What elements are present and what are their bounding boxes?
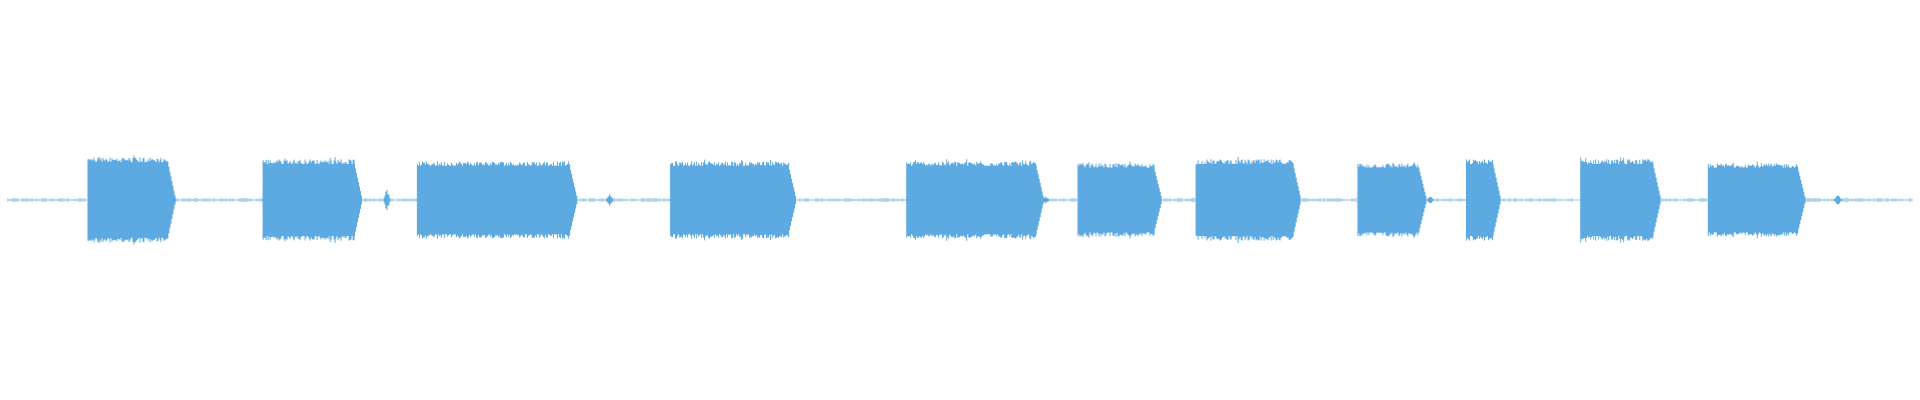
segment-edges — [670, 159, 797, 241]
segment-edges — [1466, 159, 1501, 241]
waveform-blip — [1426, 197, 1434, 203]
waveform-blip — [606, 194, 614, 206]
waveform-blip — [1042, 196, 1050, 204]
segment-edges — [87, 155, 176, 245]
waveform-segment — [416, 161, 578, 239]
segment-edges — [1077, 161, 1162, 239]
waveform-segment — [262, 157, 362, 243]
segment-edges — [1357, 162, 1427, 238]
segment-edges — [906, 159, 1044, 241]
waveform-segment — [1707, 161, 1806, 239]
waveform-segment — [906, 159, 1044, 241]
segment-edges — [1580, 157, 1661, 243]
waveform-segment — [1466, 159, 1501, 241]
waveform-segment — [1580, 157, 1661, 243]
waveform-segment — [1077, 161, 1162, 239]
waveform-segment — [87, 155, 176, 245]
segment-edges — [1195, 156, 1301, 244]
waveform-segment — [670, 159, 797, 241]
segment-edges — [416, 161, 578, 239]
segment-edges — [262, 157, 362, 243]
waveform-segment — [1195, 156, 1301, 244]
waveform-segment — [1357, 162, 1427, 238]
waveform-blip — [383, 189, 391, 211]
segment-edges — [1707, 161, 1806, 239]
waveform-blip — [1834, 195, 1842, 205]
